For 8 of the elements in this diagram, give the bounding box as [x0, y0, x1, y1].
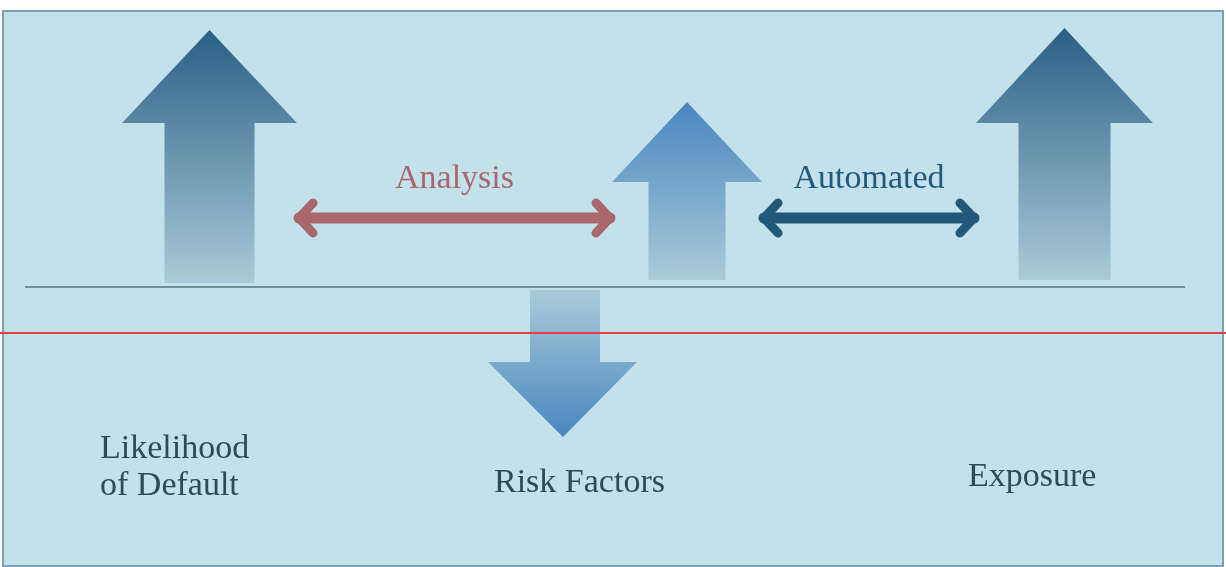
double-headed-arrow [293, 198, 616, 238]
category-label: Exposure [968, 456, 1098, 494]
double-headed-arrow [758, 198, 980, 238]
up-block-arrow [612, 102, 762, 280]
up-block-arrow [976, 28, 1153, 280]
category-label: Risk Factors [494, 462, 666, 500]
category-label: Likelihood of Default [100, 428, 251, 503]
up-block-arrow [122, 30, 297, 283]
